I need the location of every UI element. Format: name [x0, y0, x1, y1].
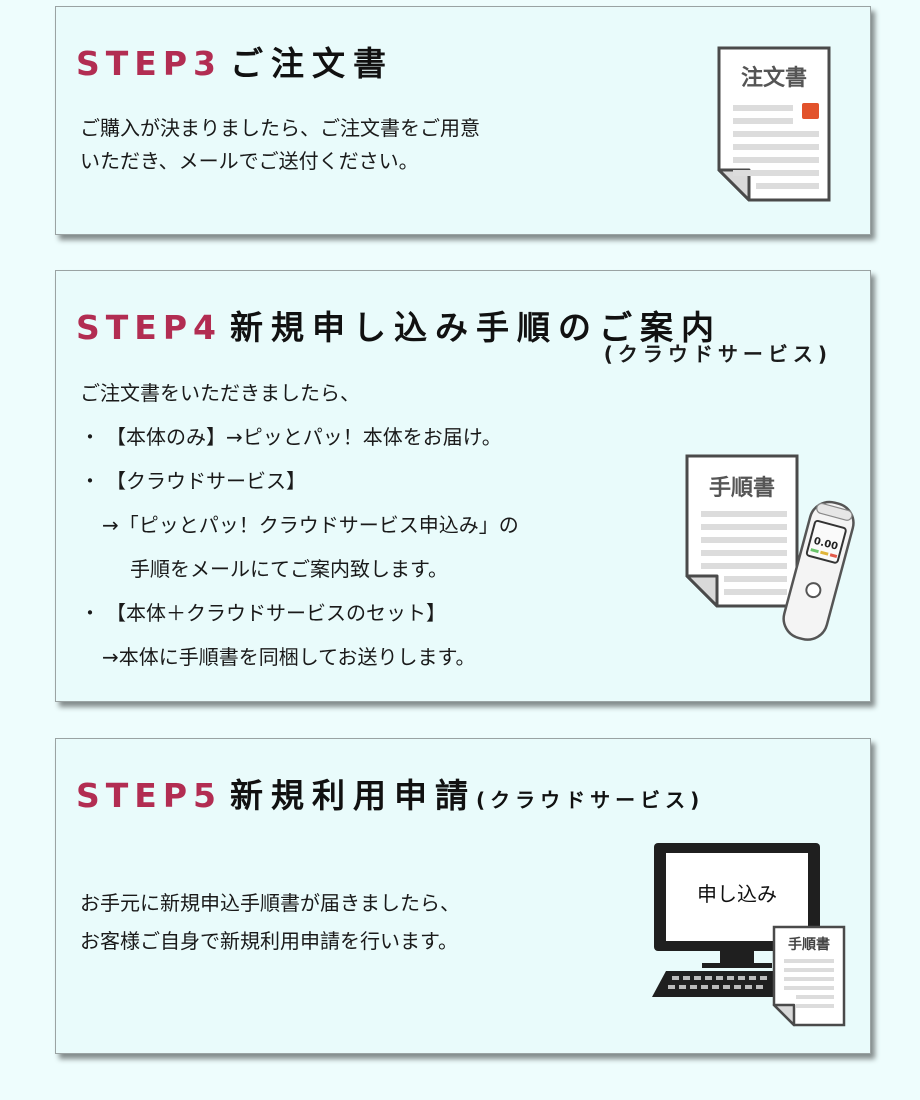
step4-bullet-1: ・【本体のみ】→ピッとパッ！本体をお届け。	[80, 415, 519, 459]
step4-bullet-3-detail: →本体に手順書を同梱してお送りします。	[102, 645, 476, 669]
procedure-manual-label: 手順書	[709, 475, 775, 501]
step4-title: 新規申し込み手順のご案内	[229, 308, 722, 347]
bullet-dot: ・	[80, 601, 100, 625]
bullet-1-text: 【本体のみ】→ピッとパッ！本体をお届け。	[106, 425, 502, 449]
screen-label: 申し込み	[697, 882, 777, 906]
computer-application-icon: 申し込み 手順書	[652, 843, 846, 1027]
step4-subtitle: (クラウドサービス)	[603, 342, 832, 366]
bullet-3-text: 【本体＋クラウドサービスのセット】	[106, 601, 446, 625]
step3-line-1: ご購入が決まりましたら、ご注文書をご用意	[80, 116, 480, 140]
step5-number: STEP5	[76, 776, 222, 815]
step3-description: ご購入が決まりましたら、ご注文書をご用意 いただき、メールでご送付ください。	[80, 112, 480, 178]
bullet-2-text: 【クラウドサービス】	[106, 469, 306, 493]
step3-title: ご注文書	[229, 44, 394, 83]
step5-description: お手元に新規申込手順書が届きましたら、 お客様ご自身で新規利用申請を行います。	[80, 884, 460, 960]
step4-intro: ご注文書をいただきましたら、	[80, 381, 360, 405]
bullet-dot: ・	[80, 469, 100, 493]
step5-line-2: お客様ご自身で新規利用申請を行います。	[80, 929, 458, 953]
step3-line-2: いただき、メールでご送付ください。	[80, 149, 419, 173]
bullet-dot: ・	[80, 425, 100, 449]
step4-bullet-2: ・【クラウドサービス】	[80, 459, 519, 503]
small-manual-label: 手順書	[788, 936, 830, 953]
step3-number: STEP3	[76, 44, 222, 83]
step5-subtitle: (クラウドサービス)	[475, 788, 705, 812]
order-form-label: 注文書	[741, 65, 807, 91]
step4-number: STEP4	[76, 308, 222, 347]
step5-title: 新規利用申請	[229, 776, 476, 815]
step4-bullet-2-detail-1: →「ピッとパッ！クラウドサービス申込み」の	[102, 513, 519, 537]
order-form-document-icon: 注文書	[717, 46, 831, 202]
procedure-manual-and-device-icon: 手順書 0.00	[685, 454, 855, 641]
step4-description: ご注文書をいただきましたら、 ・【本体のみ】→ピッとパッ！本体をお届け。 ・【ク…	[80, 371, 519, 679]
step5-line-1: お手元に新規申込手順書が届きましたら、	[80, 891, 460, 915]
step4-bullet-2-detail-2: 手順をメールにてご案内致します。	[130, 557, 448, 581]
step4-bullet-3: ・【本体＋クラウドサービスのセット】	[80, 591, 519, 635]
